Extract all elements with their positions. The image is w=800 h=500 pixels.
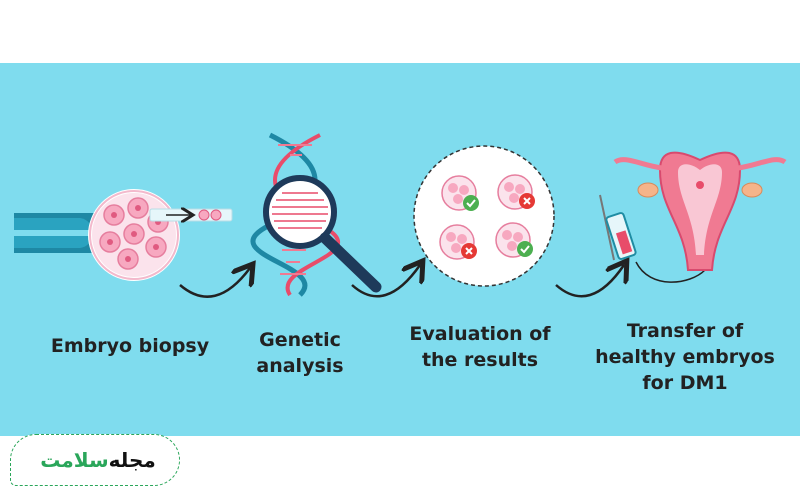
step-label-evaluation: Evaluation of the results bbox=[400, 321, 560, 373]
brand-logo: مجله سلامت bbox=[10, 434, 180, 486]
check-icon bbox=[463, 195, 479, 211]
label-line: analysis bbox=[256, 355, 344, 377]
brand-word-1: مجله bbox=[108, 448, 156, 472]
embryo-evaluation-icon bbox=[413, 145, 555, 287]
step-label-transfer: Transfer of healthy embryos for DM1 bbox=[585, 318, 785, 396]
label-line: healthy embryos bbox=[595, 346, 775, 368]
label-line: Genetic bbox=[259, 329, 341, 351]
check-icon bbox=[517, 241, 533, 257]
label-line: Transfer of bbox=[626, 320, 744, 342]
step-label-genetic-analysis: Genetic analysis bbox=[230, 327, 370, 379]
label-line: for DM1 bbox=[642, 372, 728, 394]
label-line: Embryo biopsy bbox=[50, 335, 210, 357]
dna-magnifier-icon bbox=[250, 132, 382, 297]
step-label-embryo-biopsy: Embryo biopsy bbox=[40, 333, 220, 359]
connector-arrows bbox=[179, 265, 624, 298]
brand-word-2: سلامت bbox=[40, 448, 109, 472]
uterus-transfer-icon bbox=[599, 151, 787, 283]
label-line: Evaluation of bbox=[409, 323, 551, 345]
embryo-biopsy-icon bbox=[14, 189, 233, 281]
cross-icon bbox=[519, 193, 535, 209]
cross-icon bbox=[461, 243, 477, 259]
label-line: the results bbox=[421, 349, 539, 371]
